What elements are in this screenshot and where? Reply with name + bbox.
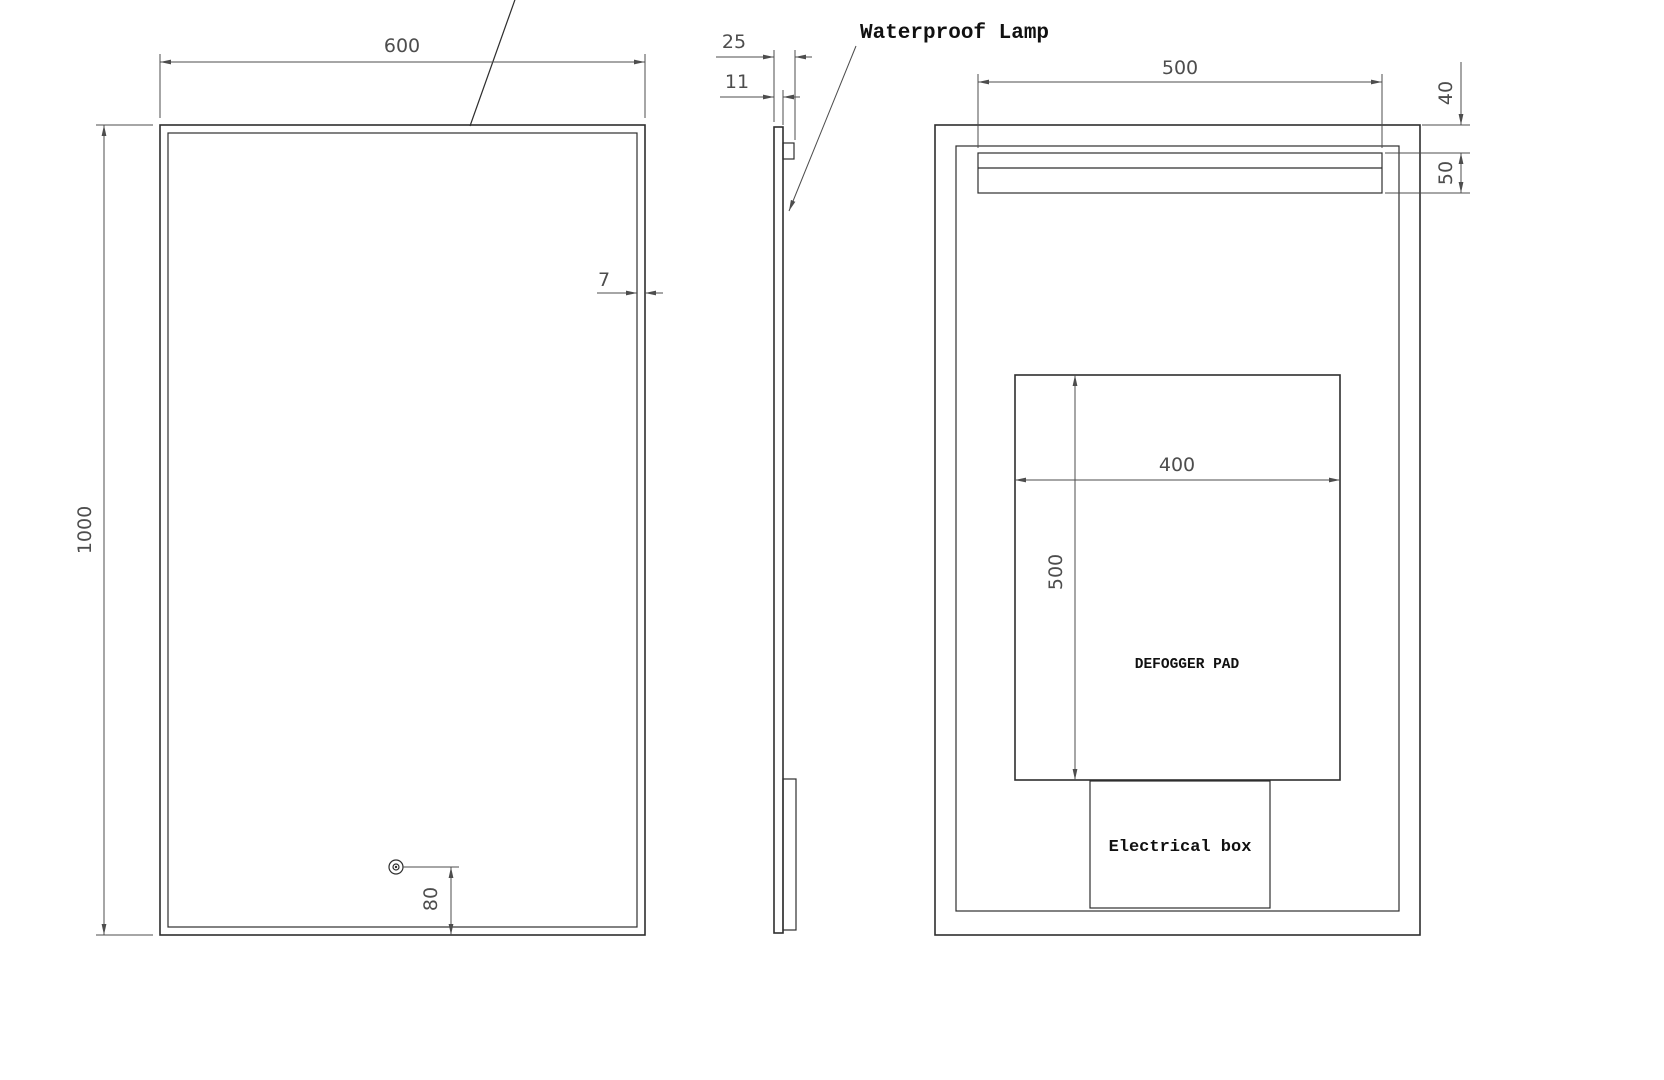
mirror-side-profile — [773, 126, 784, 934]
touch-switch-symbol — [388, 859, 404, 875]
electrical-box-outline — [1089, 780, 1271, 909]
waterproof-lamp-callout: Waterproof Lamp — [788, 22, 1049, 212]
dim-text-50: 50 — [1435, 161, 1457, 185]
mirror-front-outline — [159, 124, 646, 936]
dim-lamp-offset-40: 40 — [1385, 62, 1470, 154]
dim-text-80: 80 — [420, 887, 442, 911]
dim-depth-25: 25 — [716, 31, 812, 140]
touch-switch-dot — [394, 865, 398, 869]
dim-frame-7: 7 — [597, 269, 663, 296]
dim-text-11: 11 — [725, 71, 749, 93]
electrical-box-side — [782, 778, 797, 931]
dim-text-1000: 1000 — [74, 506, 96, 554]
mirror-back-outline — [934, 124, 1421, 936]
side-view: 25 11 Waterproof Lamp — [716, 22, 1049, 934]
defogger-pad-outline — [1014, 374, 1341, 781]
mirror-back-inner-frame — [955, 145, 1400, 912]
dim-switch-80: 80 — [403, 866, 459, 935]
dim-height-1000: 1000 — [74, 124, 153, 936]
dim-lamp-500: 500 — [977, 57, 1383, 148]
dim-text-25: 25 — [722, 31, 746, 53]
waterproof-lamp-label: Waterproof Lamp — [860, 22, 1049, 45]
lamp-strip — [977, 152, 1383, 194]
electrical-box: Electrical box — [1089, 780, 1271, 909]
dim-text-600: 600 — [384, 35, 420, 57]
dim-text-40: 40 — [1435, 81, 1457, 105]
dim-lamp-height-50: 50 — [1385, 153, 1470, 194]
front-view: 600 1000 7 80 — [74, 0, 663, 936]
dim-text-500-pad: 500 — [1045, 554, 1067, 590]
dim-text-400: 400 — [1159, 454, 1195, 476]
dim-width-600: 600 — [159, 35, 646, 118]
defogger-pad-label: DEFOGGER PAD — [1135, 657, 1240, 673]
dim-thickness-11: 11 — [720, 71, 800, 125]
waterproof-lamp-leader — [788, 45, 857, 212]
top-leader-line — [469, 0, 516, 127]
mirror-front-inner-frame — [167, 132, 638, 928]
lamp-bracket-side — [782, 142, 795, 160]
touch-switch-inner-ring — [392, 863, 400, 871]
dim-text-7: 7 — [598, 269, 610, 291]
back-view: 500 40 50 400 500 DEFOGGER PAD Electrica… — [934, 57, 1470, 936]
defogger-pad: 400 500 DEFOGGER PAD — [1014, 374, 1341, 781]
electrical-box-label: Electrical box — [1109, 838, 1252, 857]
lamp-strip-outline — [977, 152, 1383, 194]
dim-text-500-lamp: 500 — [1162, 57, 1198, 79]
